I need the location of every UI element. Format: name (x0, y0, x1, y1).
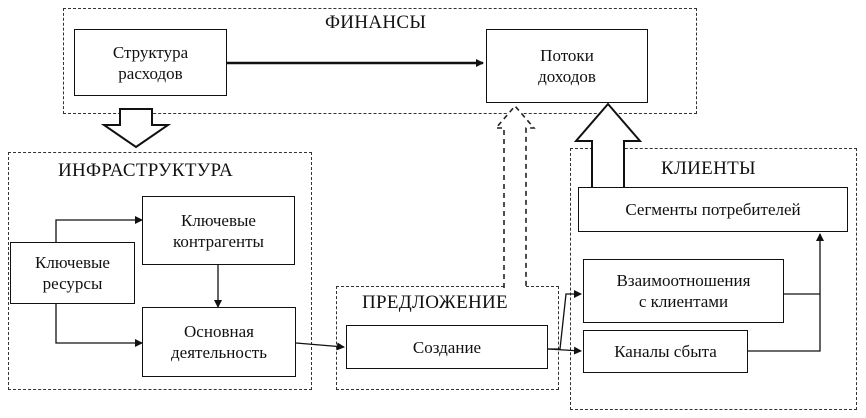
resources-to-partners-arrow (55, 216, 143, 242)
key-partners-line-2: контрагенты (173, 231, 264, 251)
channels-box: Каналы сбыта (583, 330, 748, 373)
key-activities-box: Основная деятельность (142, 307, 296, 377)
clients-title: КЛИЕНТЫ (661, 158, 756, 179)
value-creation-box: Создание (346, 325, 548, 369)
key-resources-line-2: ресурсы (42, 274, 103, 293)
customer-relationships-box: Взаимоотношения с клиентами (583, 259, 784, 323)
key-activities-line-1: Основная (184, 322, 254, 341)
creation-to-relationships-arrow (548, 290, 582, 350)
key-activities-line-2: деятельность (171, 343, 267, 362)
creation-to-channels-arrow (547, 346, 582, 355)
value-creation-label: Создание (412, 337, 482, 357)
finance-title: ФИНАНСЫ (325, 12, 427, 33)
clients-region (570, 148, 857, 410)
infrastructure-region (8, 152, 312, 390)
cost-structure-line-2: расходов (118, 63, 183, 83)
revenue-streams-line-2: доходов (538, 67, 596, 86)
finance-region (63, 8, 697, 114)
revenue-streams-box: Потоки доходов (486, 29, 648, 103)
key-partners-line-1: Ключевые (181, 210, 256, 230)
key-resources-line-1: Ключевые (35, 253, 110, 272)
offer-region (336, 286, 559, 390)
revenue-streams-line-1: Потоки (540, 46, 594, 65)
clients-to-revenue-block-arrow (573, 102, 643, 188)
channels-to-segments-arrow (748, 233, 824, 352)
customer-relationships-line-1: Взаимоотношения (616, 271, 751, 290)
customer-relationships-line-2: с клиентами (638, 292, 729, 311)
resources-to-activities-arrow (55, 303, 143, 347)
infrastructure-title: ИНФРАСТРУКТУРА (58, 160, 233, 181)
offer-to-revenue-dashed-arrow (494, 104, 536, 288)
offer-title: ПРЕДЛОЖЕНИЕ (362, 292, 508, 313)
activities-to-creation-arrow (295, 342, 345, 351)
finance-to-infrastructure-block-arrow (100, 108, 172, 149)
cost-structure-line-1: Структура (112, 42, 189, 62)
key-resources-box: Ключевые ресурсы (10, 242, 135, 304)
customer-segments-box: Сегменты потребителей (578, 187, 848, 232)
customer-segments-label: Сегменты потребителей (625, 200, 801, 219)
channels-label: Каналы сбыта (614, 342, 717, 361)
